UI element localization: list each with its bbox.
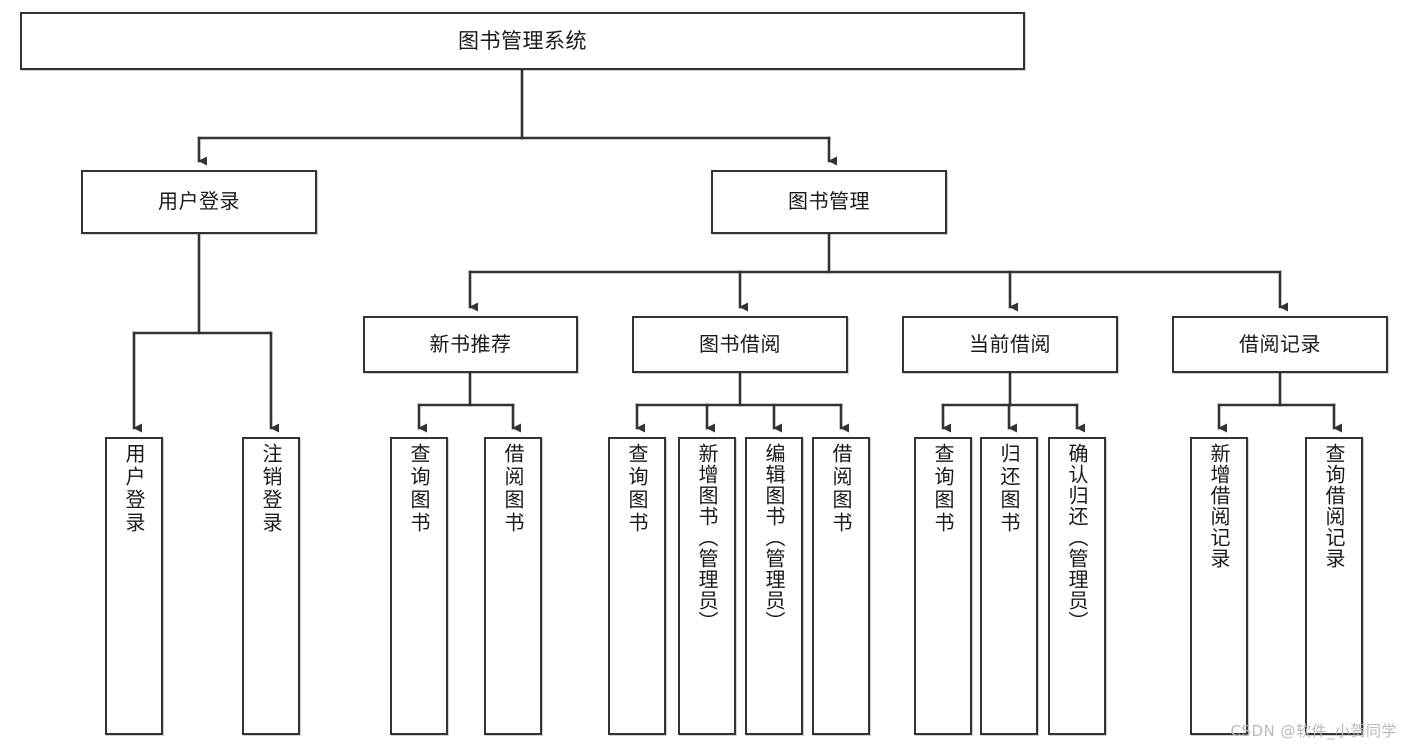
watermark-text: CSDN @软件_小贺同学 xyxy=(1230,722,1397,740)
node-leaf-query-borrow-record-label: 查询借阅记录 xyxy=(1322,443,1346,569)
node-leaf-query-book-current[interactable]: 查询图书 xyxy=(914,437,972,735)
node-leaf-borrow-book-label: 借阅图书 xyxy=(829,443,853,535)
node-leaf-user-login[interactable]: 用户登录 xyxy=(105,437,163,735)
node-new-book-recommend[interactable]: 新书推荐 xyxy=(363,316,578,373)
node-new-book-recommend-label: 新书推荐 xyxy=(429,331,512,356)
node-root-system[interactable]: 图书管理系统 xyxy=(20,12,1025,70)
node-leaf-query-book-borrow[interactable]: 查询图书 xyxy=(608,437,666,735)
node-current-borrow-label: 当前借阅 xyxy=(969,331,1051,356)
node-book-borrow[interactable]: 图书借阅 xyxy=(632,316,848,373)
node-leaf-query-book-recommend-label: 查询图书 xyxy=(407,443,431,535)
node-book-borrow-label: 图书借阅 xyxy=(699,331,781,356)
node-borrow-record[interactable]: 借阅记录 xyxy=(1172,316,1388,373)
node-leaf-return-book[interactable]: 归还图书 xyxy=(980,437,1038,735)
node-current-borrow[interactable]: 当前借阅 xyxy=(902,316,1118,373)
node-leaf-query-borrow-record[interactable]: 查询借阅记录 xyxy=(1305,437,1363,735)
node-leaf-edit-book-label: 编辑图书（管理员） xyxy=(762,443,786,632)
node-leaf-borrow-book[interactable]: 借阅图书 xyxy=(812,437,870,735)
node-leaf-confirm-return[interactable]: 确认归还（管理员） xyxy=(1048,437,1106,735)
node-leaf-return-book-label: 归还图书 xyxy=(997,443,1021,535)
node-leaf-user-logout[interactable]: 注销登录 xyxy=(242,437,300,735)
node-leaf-user-logout-label: 注销登录 xyxy=(259,443,283,535)
node-book-manage[interactable]: 图书管理 xyxy=(711,170,947,234)
node-leaf-add-book-label: 新增图书（管理员） xyxy=(695,443,719,632)
node-borrow-record-label: 借阅记录 xyxy=(1239,331,1321,356)
node-leaf-edit-book[interactable]: 编辑图书（管理员） xyxy=(745,437,803,735)
node-user-login[interactable]: 用户登录 xyxy=(81,170,317,234)
node-leaf-borrow-book-recommend[interactable]: 借阅图书 xyxy=(484,437,542,735)
node-leaf-query-book-current-label: 查询图书 xyxy=(931,443,955,535)
node-leaf-query-book-recommend[interactable]: 查询图书 xyxy=(390,437,448,735)
node-book-manage-label: 图书管理 xyxy=(788,189,870,214)
node-root-system-label: 图书管理系统 xyxy=(458,28,587,53)
node-leaf-add-borrow-record[interactable]: 新增借阅记录 xyxy=(1190,437,1248,735)
node-leaf-add-borrow-record-label: 新增借阅记录 xyxy=(1207,443,1231,569)
node-leaf-add-book[interactable]: 新增图书（管理员） xyxy=(678,437,736,735)
node-user-login-label: 用户登录 xyxy=(158,189,240,214)
node-leaf-confirm-return-label: 确认归还（管理员） xyxy=(1065,443,1089,632)
node-leaf-user-login-label: 用户登录 xyxy=(122,443,146,535)
node-leaf-query-book-borrow-label: 查询图书 xyxy=(625,443,649,535)
node-leaf-borrow-book-recommend-label: 借阅图书 xyxy=(501,443,525,535)
